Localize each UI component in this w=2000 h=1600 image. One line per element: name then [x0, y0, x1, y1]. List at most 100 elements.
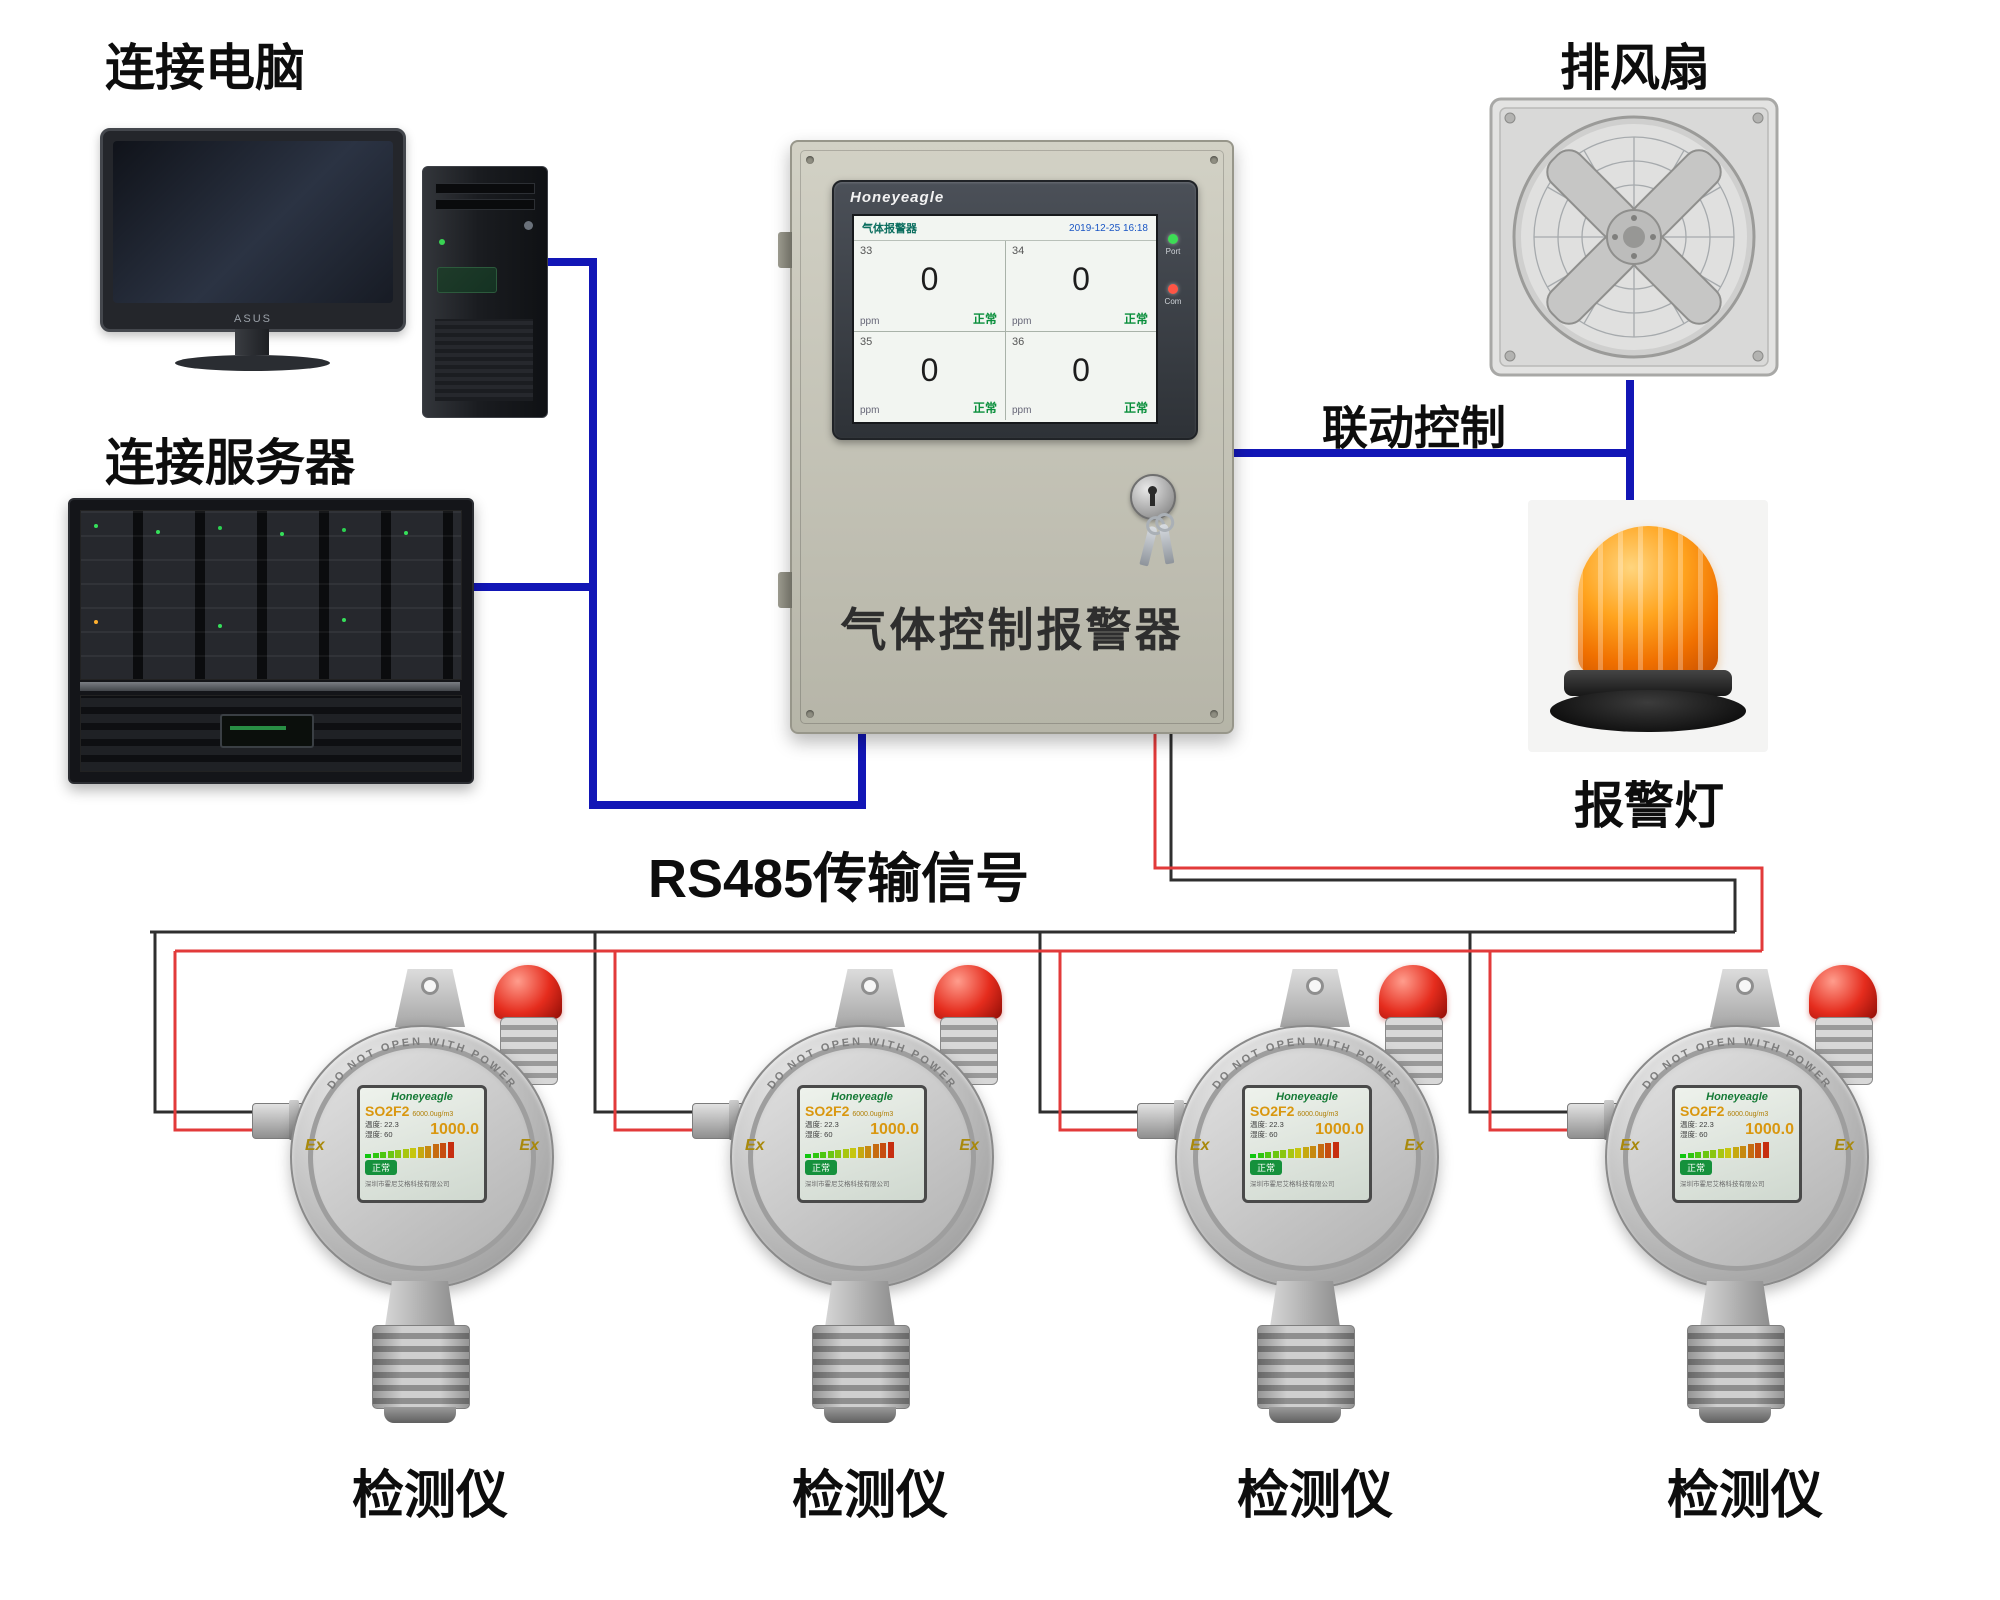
screen-title: 气体报警器 — [862, 223, 917, 235]
port-led — [1168, 234, 1178, 244]
optical-drive — [435, 183, 535, 194]
channel-cell: 36 0 ppm 正常 — [1005, 330, 1156, 420]
status-badge: 正常 — [1680, 1160, 1713, 1176]
detector-brand: Honeyeagle — [1276, 1091, 1338, 1103]
channel-id: 36 — [1012, 335, 1025, 348]
level-bar-chart — [1250, 1141, 1364, 1159]
detector-body: DO NOT OPEN WITH POWER Ex Ex Honeyeagle … — [1605, 1025, 1869, 1289]
env-readings: 温度: 22.3 湿度: 60 — [1680, 1120, 1714, 1140]
gas-value: 1000.0 — [430, 1121, 479, 1139]
server-label: 连接服务器 — [105, 435, 355, 491]
sensor-cap — [824, 1407, 896, 1423]
screen-header: 气体报警器 2019-12-25 16:18 — [854, 216, 1156, 241]
panel-title: 气体控制报警器 — [840, 604, 1184, 656]
panel-screw — [806, 156, 814, 164]
alarm-light-label: 报警灯 — [1574, 778, 1724, 834]
env-readings: 温度: 22.3 湿度: 60 — [365, 1120, 399, 1140]
detector-body: DO NOT OPEN WITH POWER Ex Ex Honeyeagle … — [290, 1025, 554, 1289]
detector-label: 检测仪 — [351, 1467, 508, 1525]
gas-type: SO2F2 — [1680, 1103, 1725, 1120]
touchscreen-bezel: Honeyeagle 气体报警器 2019-12-25 16:18 33 0 p… — [832, 180, 1198, 440]
status-badge: 正常 — [1250, 1160, 1283, 1176]
level-bar-chart — [1680, 1141, 1794, 1159]
detector-alarm-dome — [934, 965, 1002, 1019]
gas-detector: DO NOT OPEN WITH POWER Ex Ex Honeyeagle … — [1567, 955, 1915, 1525]
humidity-reading: 湿度: 60 — [805, 1130, 833, 1140]
fan-label: 排风扇 — [1560, 40, 1710, 96]
panel-screw — [806, 710, 814, 718]
humidity-reading: 湿度: 60 — [1680, 1130, 1708, 1140]
bracket-hole — [1736, 977, 1754, 995]
channel-value: 0 — [920, 351, 939, 388]
ex-mark: Ex — [959, 1137, 979, 1154]
pc-tower — [422, 166, 548, 418]
channel-value: 0 — [1072, 351, 1090, 388]
case-vents — [435, 319, 533, 401]
temperature-reading: 温度: 22.3 — [1250, 1120, 1284, 1130]
sensor-cylinder — [1257, 1325, 1355, 1409]
panel-screw — [1210, 156, 1218, 164]
detector-label: 检测仪 — [791, 1467, 948, 1525]
company-name: 深圳市霍尼艾格科技有限公司 — [1250, 1181, 1335, 1189]
detector-brand: Honeyeagle — [831, 1091, 893, 1103]
temperature-reading: 温度: 22.3 — [1680, 1120, 1714, 1130]
power-led — [439, 239, 445, 245]
ex-mark: Ex — [519, 1137, 539, 1154]
panel-touchscreen[interactable]: 气体报警器 2019-12-25 16:18 33 0 ppm 正常 34 0 … — [852, 214, 1158, 424]
channel-status: 正常 — [1123, 401, 1148, 415]
door-lock[interactable] — [1130, 474, 1176, 520]
server-lcd — [220, 714, 314, 748]
gas-range: 6000.0ug/m3 — [1727, 1111, 1769, 1119]
channel-cell: 33 0 ppm 正常 — [854, 241, 1005, 331]
panel-screw — [1210, 710, 1218, 718]
level-bar-chart — [805, 1141, 919, 1159]
humidity-reading: 湿度: 60 — [365, 1130, 393, 1140]
channel-unit: ppm — [1012, 315, 1032, 327]
sensor-cylinder — [1687, 1325, 1785, 1409]
bracket-hole — [421, 977, 439, 995]
gas-type: SO2F2 — [365, 1103, 410, 1120]
gas-range: 6000.0ug/m3 — [412, 1111, 454, 1119]
channel-status: 正常 — [972, 311, 997, 326]
channel-unit: ppm — [1012, 405, 1032, 416]
mounting-bracket — [1710, 969, 1780, 1027]
detector-alarm-dome — [1379, 965, 1447, 1019]
panel-brand: Honeyeagle — [850, 189, 945, 206]
keyhole-icon — [1148, 486, 1157, 495]
sensor-neck — [385, 1281, 455, 1327]
beacon-dome — [1578, 526, 1718, 674]
alarm-beacon-light — [1528, 500, 1768, 752]
company-name: 深圳市霍尼艾格科技有限公司 — [805, 1181, 890, 1189]
temperature-reading: 温度: 22.3 — [365, 1120, 399, 1130]
screen-datetime: 2019-12-25 16:18 — [1069, 222, 1148, 234]
sensor-cap — [384, 1407, 456, 1423]
detector-2: DO NOT OPEN WITH POWER Ex Ex Honeyeagle … — [692, 955, 1040, 1525]
keyhole-stem — [1150, 493, 1155, 506]
ring-engraving: DO NOT OPEN WITH POWER — [1640, 1036, 1831, 1092]
level-bar-chart — [365, 1141, 479, 1159]
mounting-bracket — [395, 969, 465, 1027]
channel-id: 33 — [860, 245, 873, 257]
sensor-neck — [825, 1281, 895, 1327]
beacon-base — [1550, 690, 1746, 732]
ex-mark: Ex — [1834, 1137, 1854, 1154]
ex-mark: Ex — [1620, 1137, 1640, 1154]
ex-mark: Ex — [1404, 1137, 1424, 1154]
sensor-cylinder — [812, 1325, 910, 1409]
mounting-bracket — [1280, 969, 1350, 1027]
detector-alarm-dome — [494, 965, 562, 1019]
channel-id: 34 — [1012, 245, 1025, 257]
gas-detector: DO NOT OPEN WITH POWER Ex Ex Honeyeagle … — [252, 955, 600, 1525]
bracket-hole — [861, 977, 879, 995]
power-button — [524, 221, 533, 230]
monitor: ASUS — [100, 128, 406, 332]
bracket-hole — [1306, 977, 1324, 995]
monitor-screen — [113, 141, 393, 303]
case-badge — [437, 267, 497, 293]
gas-value: 1000.0 — [870, 1121, 919, 1139]
detector-screen: Honeyeagle SO2F2 6000.0ug/m3 温度: 22.3 湿度… — [1242, 1085, 1372, 1203]
server-leds — [94, 524, 98, 528]
door-hinge — [778, 232, 792, 268]
channel-grid: 33 0 ppm 正常 34 0 ppm 正常 35 0 ppm — [854, 241, 1156, 420]
